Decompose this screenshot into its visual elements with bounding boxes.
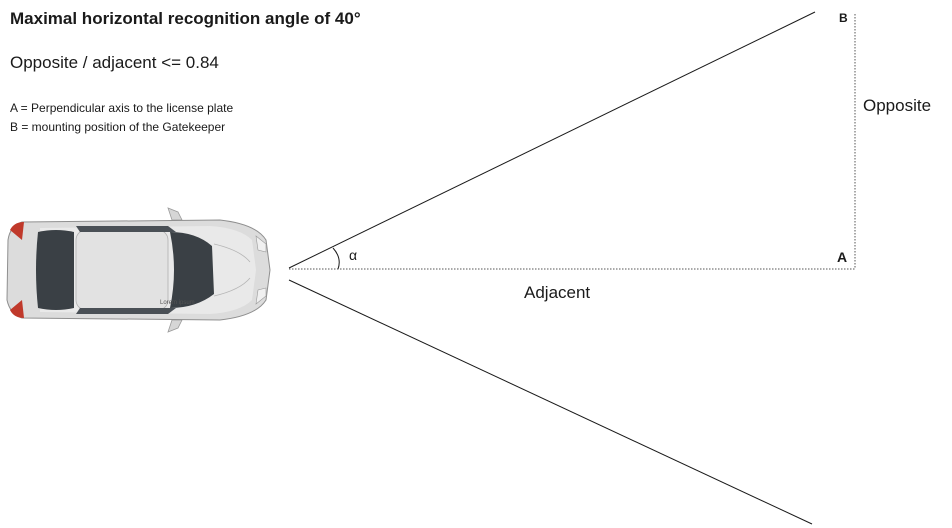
point-b-label: B <box>839 11 848 25</box>
opposite-label: Opposite <box>863 96 932 115</box>
upper-boundary-line <box>288 11 816 269</box>
car-top-view-icon <box>6 207 271 333</box>
diagram-title: Maximal horizontal recognition angle of … <box>10 9 361 28</box>
lower-boundary-line <box>288 279 813 525</box>
angle-arc <box>332 247 340 270</box>
legend-a: A = Perpendicular axis to the license pl… <box>10 101 234 115</box>
angle-alpha-label: α <box>349 247 358 263</box>
ratio-formula: Opposite / adjacent <= 0.84 <box>10 53 219 72</box>
legend-b: B = mounting position of the Gatekeeper <box>10 120 226 134</box>
point-a-label: A <box>837 249 848 265</box>
car-plate-text: Lorem ipsum <box>160 300 195 306</box>
adjacent-label: Adjacent <box>524 283 591 302</box>
recognition-field-lines <box>288 11 816 525</box>
